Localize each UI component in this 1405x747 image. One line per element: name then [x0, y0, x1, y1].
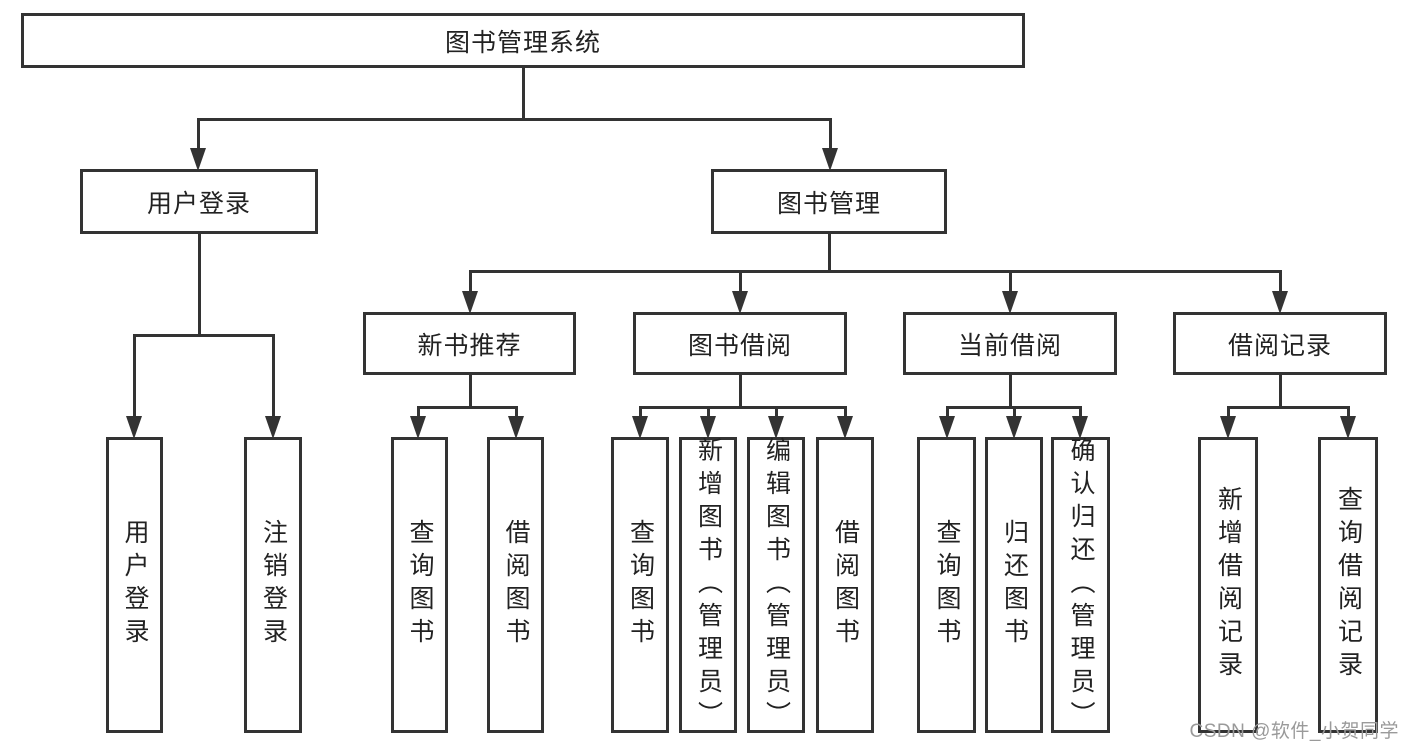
connector-arrow-to-current-borrow	[1002, 271, 1018, 314]
connector-book-management-stem	[827, 234, 831, 273]
connector-arrow-current-borrow-child-3	[1072, 407, 1088, 439]
connector-arrow-book-borrow-child-4	[837, 407, 853, 439]
connector-root-stem	[521, 68, 525, 120]
node-label: 确认归还（管理员）	[1067, 436, 1095, 734]
connector-arrow-current-borrow-child-1	[939, 407, 955, 439]
connector-arrow-new-book-child-1	[410, 407, 426, 439]
connector-arrow-to-book-borrow	[732, 271, 748, 314]
node-book-management: 图书管理	[711, 169, 947, 234]
connector-borrow-record-rail	[1226, 405, 1350, 409]
leaf-query-borrow-record: 查询借阅记录	[1318, 437, 1378, 733]
leaf-new-book-borrow: 借阅图书	[487, 437, 544, 733]
connector-arrow-book-borrow-child-1	[632, 407, 648, 439]
node-new-book-recommend: 新书推荐	[363, 312, 576, 375]
node-label: 图书管理	[776, 189, 881, 218]
node-label: 查询图书	[626, 519, 655, 651]
node-label: 注销登录	[259, 519, 288, 651]
leaf-new-book-query: 查询图书	[391, 437, 448, 733]
connector-new-book-rail	[416, 405, 518, 409]
connector-new-book-stem	[468, 375, 472, 409]
node-label: 图书借阅	[687, 331, 792, 360]
connector-root-rail	[196, 117, 832, 121]
connector-arrow-to-borrow-record	[1272, 271, 1288, 314]
node-label: 图书管理系统	[444, 28, 601, 57]
connector-arrow-borrow-record-child-2	[1340, 407, 1356, 439]
node-label: 查询图书	[406, 519, 434, 651]
node-label: 编辑图书（管理员）	[762, 436, 791, 734]
node-label: 借阅图书	[502, 519, 530, 651]
leaf-borrow-query-books: 查询图书	[611, 437, 669, 733]
leaf-borrow-books: 借阅图书	[816, 437, 874, 733]
connector-borrow-record-stem	[1278, 375, 1282, 409]
node-label: 用户登录	[121, 519, 149, 651]
node-label: 归还图书	[1000, 519, 1029, 651]
csdn-watermark: CSDN @软件_小贺同学	[1189, 721, 1399, 742]
node-label: 借阅图书	[831, 519, 860, 651]
connector-arrow-to-new-book	[462, 271, 478, 314]
connector-arrow-book-borrow-child-2	[700, 407, 716, 439]
node-borrow-record: 借阅记录	[1173, 312, 1387, 375]
connector-book-borrow-rail	[638, 405, 847, 409]
leaf-add-borrow-record: 新增借阅记录	[1198, 437, 1258, 733]
node-label: 新增图书（管理员）	[694, 436, 723, 734]
connector-arrow-to-leaf-user-login	[126, 335, 142, 439]
leaf-user-login: 用户登录	[106, 437, 163, 733]
connector-user-login-rail	[132, 333, 275, 337]
node-current-borrow: 当前借阅	[903, 312, 1117, 375]
connector-arrow-current-borrow-child-2	[1006, 407, 1022, 439]
node-book-borrow: 图书借阅	[633, 312, 847, 375]
node-label: 新书推荐	[417, 331, 522, 360]
leaf-add-books-admin: 新增图书（管理员）	[679, 436, 737, 734]
node-label: 当前借阅	[957, 331, 1062, 360]
leaf-logout: 注销登录	[244, 437, 302, 733]
connector-arrow-borrow-record-child-1	[1220, 407, 1236, 439]
node-label: 新增借阅记录	[1214, 486, 1243, 684]
leaf-current-query-books: 查询图书	[917, 437, 976, 733]
node-label: 用户登录	[146, 189, 251, 218]
node-label: 查询借阅记录	[1334, 486, 1363, 684]
node-label: 查询图书	[933, 519, 961, 651]
connector-current-borrow-stem	[1008, 375, 1012, 409]
connector-arrow-to-leaf-logout	[265, 335, 281, 439]
node-label: 借阅记录	[1227, 331, 1332, 360]
connector-user-login-stem	[197, 234, 201, 337]
connector-book-management-rail	[468, 269, 1282, 273]
node-user-login: 用户登录	[80, 169, 318, 234]
connector-arrow-new-book-child-2	[508, 407, 524, 439]
leaf-edit-books-admin: 编辑图书（管理员）	[747, 436, 805, 734]
connector-arrow-to-user-login	[190, 119, 206, 171]
connector-arrow-to-book-management	[822, 119, 838, 171]
connector-book-borrow-stem	[738, 375, 742, 409]
connector-arrow-book-borrow-child-3	[768, 407, 784, 439]
leaf-return-books: 归还图书	[985, 437, 1043, 733]
node-library-management-system: 图书管理系统	[21, 13, 1025, 68]
leaf-confirm-return-admin: 确认归还（管理员）	[1051, 436, 1110, 734]
